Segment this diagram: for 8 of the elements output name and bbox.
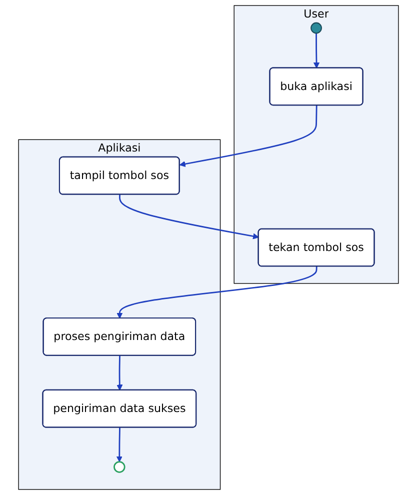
arrow <box>116 356 123 391</box>
node-circle <box>310 22 322 34</box>
arrow <box>116 428 122 462</box>
arrow <box>179 105 318 167</box>
arrow <box>116 266 318 319</box>
arrow <box>313 33 320 68</box>
arrow <box>119 194 259 240</box>
node-circle <box>114 461 126 473</box>
